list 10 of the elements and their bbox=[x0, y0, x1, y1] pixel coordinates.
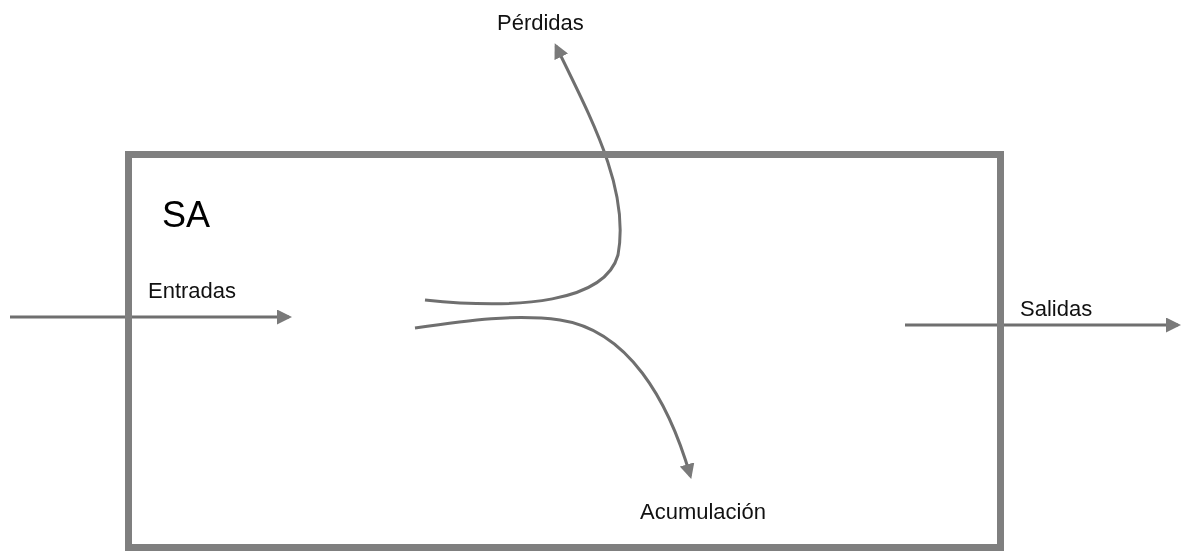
flow-arrow bbox=[905, 317, 1181, 333]
flow-arrow bbox=[424, 43, 622, 306]
flow-arrow bbox=[10, 309, 292, 325]
flow-arrow bbox=[414, 316, 694, 479]
flow-label: Salidas bbox=[1020, 296, 1180, 325]
flow-label: Acumulación bbox=[640, 476, 780, 524]
system-boundary bbox=[125, 151, 1004, 551]
system-label: SA bbox=[162, 194, 211, 236]
flow-label: Entradas bbox=[148, 278, 291, 317]
flow-label: Pérdidas bbox=[497, 10, 597, 46]
